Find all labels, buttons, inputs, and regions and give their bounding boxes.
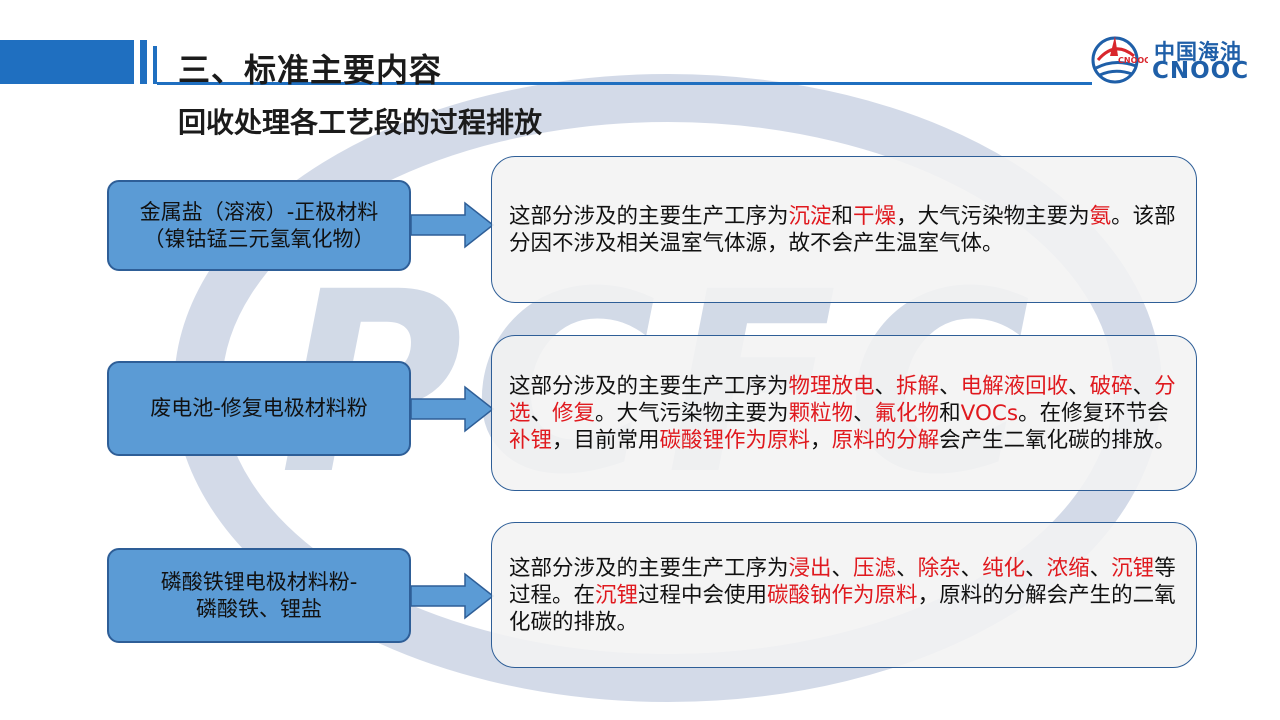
right-arrow-icon (411, 385, 495, 433)
description-segment: 。大气污染物主要为 (595, 400, 789, 426)
highlighted-term: 碳酸锂作为原料 (659, 427, 811, 453)
logo-name-cn: 中国海油 (1154, 40, 1242, 64)
process-box-label-line1: 磷酸铁锂电极材料粉- (160, 569, 358, 594)
page-title: 三、标准主要内容 (178, 51, 443, 89)
description-text: 这部分涉及的主要生产工序为物理放电、拆解、电解液回收、破碎、分选、修复。大气污染… (509, 373, 1182, 454)
description-segment: ，目前常用 (552, 427, 660, 453)
highlighted-term: 电解液回收 (960, 373, 1069, 399)
description-segment: 等过程。在 (509, 555, 1176, 608)
logo-name-en: CNOOC (1152, 58, 1250, 84)
highlighted-term: 沉淀 (788, 203, 832, 229)
description-segment: 、 (1025, 555, 1047, 581)
description-segment: 、 (853, 400, 875, 426)
description-text: 这部分涉及的主要生产工序为浸出、压滤、除杂、纯化、浓缩、沉锂等过程。在沉锂过程中… (509, 555, 1182, 636)
cnooc-emblem-icon: CNOOC (1091, 36, 1150, 84)
description-segment: ， (810, 427, 832, 453)
process-box-ncm: 金属盐（溶液）-正极材料 （镍钴锰三元氢氧化物） (107, 180, 411, 271)
description-segment: 、 (960, 555, 983, 581)
highlighted-term: 颗粒物 (788, 400, 854, 426)
cnooc-logo: CNOOC 中国海油 CNOOC (1088, 30, 1268, 86)
description-segment: 。该部分因不涉及相关温室气体源，故不会产生温室气体。 (509, 203, 1176, 256)
header-bar-divider (140, 40, 147, 84)
description-segment: 、 (896, 555, 918, 581)
description-segment: 这部分涉及的主要生产工序为 (509, 555, 789, 581)
highlighted-term: 沉锂 (1111, 555, 1155, 581)
highlighted-term: 干燥 (853, 203, 897, 229)
highlighted-term: 修复 (552, 400, 596, 426)
header-underline (157, 82, 1092, 85)
description-segment: 、 (1132, 373, 1155, 399)
process-box-lfp: 磷酸铁锂电极材料粉- 磷酸铁、锂盐 (107, 548, 411, 643)
highlighted-term: 压滤 (853, 555, 897, 581)
description-segment: 会产生二氧化碳的排放。 (939, 427, 1176, 453)
process-box-label-line1: 金属盐（溶液）-正极材料 (139, 199, 379, 224)
highlighted-term: 物理放电 (788, 373, 875, 399)
description-segment: 过程中会使用 (638, 582, 768, 608)
highlighted-term: 碳酸钠作为原料 (767, 582, 918, 608)
description-box-ncm: 这部分涉及的主要生产工序为沉淀和干燥，大气污染物主要为氨。该部分因不涉及相关温室… (491, 156, 1197, 303)
description-segment: 、 (874, 373, 897, 399)
highlighted-term: 拆解 (896, 373, 940, 399)
highlighted-term: 分选 (509, 373, 1176, 426)
description-segment: 、 (530, 400, 553, 426)
highlighted-term: 氟化物 (874, 400, 940, 426)
description-segment: 、 (1068, 373, 1090, 399)
description-segment: 、 (831, 555, 854, 581)
description-segment: 和 (939, 400, 961, 426)
description-segment: 。在修复环节会 (1018, 400, 1169, 426)
highlighted-term: 破碎 (1089, 373, 1133, 399)
process-box-label-line1: 废电池-修复电极材料粉 (150, 396, 368, 420)
process-box-label-line2: 磷酸铁、锂盐 (195, 596, 322, 621)
highlighted-term: 浸出 (788, 555, 832, 581)
highlighted-term: 沉锂 (595, 582, 639, 608)
highlighted-term: 氨 (1089, 203, 1112, 229)
process-box-label-line2: （镍钴锰三元氢氧化物） (143, 226, 375, 251)
description-segment: ，原料的分解会产生的二氧化碳的排放。 (509, 582, 1176, 635)
highlighted-term: 补锂 (509, 427, 553, 453)
description-segment: ，大气污染物主要为 (896, 203, 1090, 229)
header-bar (0, 40, 134, 84)
section-subtitle: 回收处理各工艺段的过程排放 (178, 106, 543, 139)
highlighted-term: VOCs (960, 400, 1019, 426)
highlighted-term: 浓缩 (1046, 555, 1090, 581)
highlighted-term: 除杂 (917, 555, 961, 581)
description-segment: 这部分涉及的主要生产工序为 (509, 203, 789, 229)
description-segment: 这部分涉及的主要生产工序为 (509, 373, 789, 399)
process-box-battery-repair: 废电池-修复电极材料粉 (107, 361, 411, 456)
description-box-lfp: 这部分涉及的主要生产工序为浸出、压滤、除杂、纯化、浓缩、沉锂等过程。在沉锂过程中… (491, 522, 1197, 668)
description-segment: 、 (1089, 555, 1112, 581)
description-box-battery-repair: 这部分涉及的主要生产工序为物理放电、拆解、电解液回收、破碎、分选、修复。大气污染… (491, 335, 1197, 491)
logo-badge-text: CNOOC (1118, 56, 1148, 65)
highlighted-term: 纯化 (982, 555, 1026, 581)
description-segment: 、 (939, 373, 961, 399)
right-arrow-icon (411, 572, 495, 620)
description-segment: 和 (831, 203, 854, 229)
description-text: 这部分涉及的主要生产工序为沉淀和干燥，大气污染物主要为氨。该部分因不涉及相关温室… (509, 203, 1182, 257)
header-bar-divider-thin (153, 46, 157, 84)
highlighted-term: 原料的分解 (831, 427, 940, 453)
right-arrow-icon (411, 201, 495, 249)
